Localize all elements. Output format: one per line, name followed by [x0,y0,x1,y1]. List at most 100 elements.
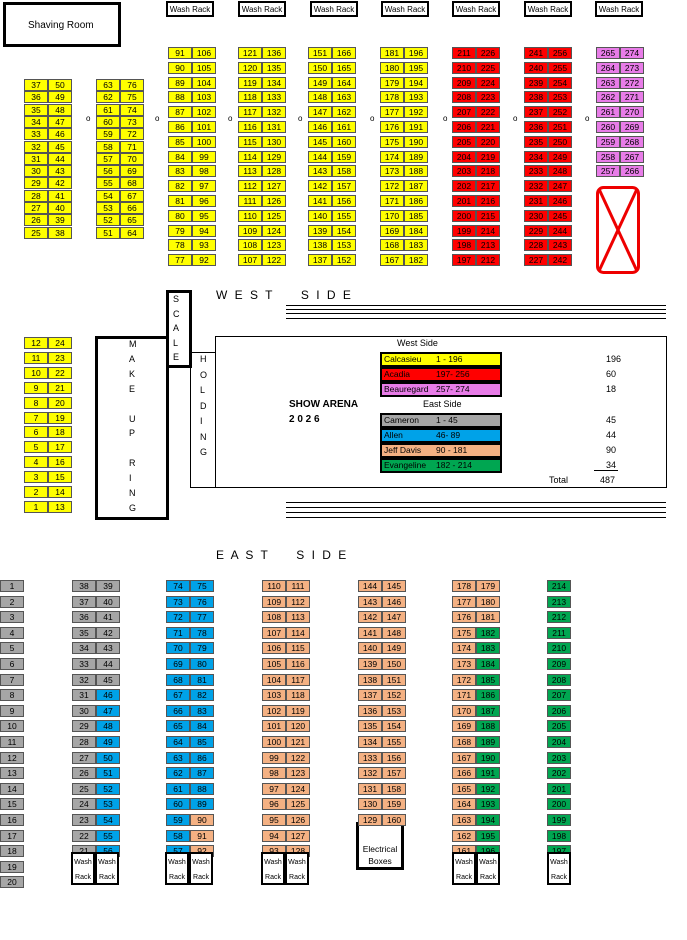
stall: 137 [308,254,332,267]
stall: 113 [238,165,262,178]
stall: 147 [308,106,332,119]
stall: 152 [332,254,356,267]
stall: 155 [382,736,406,748]
wash-rack: Wash Rack [381,1,429,17]
stall: 40 [96,595,120,608]
stall: 169 [452,720,476,733]
stall: 149 [382,642,406,655]
stall: 233 [524,165,548,178]
stall: 260 [596,121,620,133]
stall: 129 [358,814,382,826]
stall: 143 [358,595,382,608]
stall: 236 [524,121,548,133]
stall: 164 [332,76,356,89]
stall: 101 [262,720,286,733]
stall: 241 [524,47,548,59]
stall: 70 [120,152,144,165]
makeup-letter: N [129,488,136,498]
stall: 273 [620,61,644,74]
stall: 45 [48,140,72,153]
stall: 87 [190,767,214,780]
legend-range: 182 - 214 [436,460,472,470]
scale-letter: S [173,294,180,304]
stall: 22 [48,366,72,379]
stall: 147 [382,611,406,624]
stall: 77 [190,611,214,624]
stall: 83 [168,165,192,178]
stall: 25 [72,782,96,795]
holding-letter: O [200,369,208,380]
stall: 248 [548,165,572,178]
stall: 60 [166,798,190,811]
stall: 173 [452,658,476,670]
stall: 1 [24,500,48,513]
legend-name: Allen [384,430,403,440]
rack-label: Rack [265,874,281,881]
stall: 153 [332,239,356,252]
shaving-room: Shaving Room [3,2,121,47]
stall: 43 [48,165,72,178]
stall: 76 [190,595,214,608]
stall: 26 [72,767,96,780]
stall: 174 [380,150,404,163]
stall: 205 [547,720,571,733]
stall: 90 [168,61,192,74]
stall: 163 [452,814,476,826]
stall: 97 [192,180,216,193]
stall: 47 [96,704,120,717]
stall: 37 [72,595,96,608]
legend-range: 1 - 45 [436,415,458,425]
stall: 148 [308,91,332,104]
stall: 82 [168,180,192,193]
stall: 61 [166,782,190,795]
stall: 240 [524,61,548,74]
wash-rack: Wash Rack [452,1,500,17]
stall: 182 [404,254,428,267]
wash-label: Wash [192,859,210,866]
stall: 46 [96,689,120,702]
stall: 156 [382,751,406,764]
stall: 154 [382,720,406,733]
stall: 206 [547,704,571,717]
stall: 151 [382,673,406,686]
legend-range: 46- 89 [436,430,461,440]
stall: 165 [452,782,476,795]
legend-total: 487 [600,475,616,485]
stall: 7 [0,673,24,686]
stall: 106 [262,642,286,655]
holding-letter: D [200,400,207,411]
stall: 123 [286,767,310,780]
stall: 48 [48,103,72,116]
stall: 171 [452,689,476,702]
stall: 40 [48,202,72,214]
blocked-stall-x-icon [596,186,640,274]
stall: 251 [548,121,572,133]
stall: 243 [548,239,572,252]
stall: 157 [332,180,356,193]
stall: 84 [190,720,214,733]
stall: 33 [72,658,96,670]
scale-letter: A [173,323,180,333]
stall: 158 [382,782,406,795]
stall: 167 [380,254,404,267]
stall: 111 [286,580,310,592]
stall: 95 [192,209,216,222]
stall: 71 [166,626,190,639]
stall: 224 [476,76,500,89]
stall: 266 [620,165,644,178]
stall: 181 [380,47,404,59]
stall: 207 [452,106,476,119]
stall: 165 [332,61,356,74]
stall: 175 [452,626,476,639]
stall: 84 [168,150,192,163]
wash-label: Wash [550,859,568,866]
stall: 178 [380,91,404,104]
stall: 111 [238,195,262,207]
stall: 176 [452,611,476,624]
scale-box [166,290,192,368]
stall: 189 [476,736,500,748]
stall: 169 [380,224,404,237]
stall: 53 [96,798,120,811]
